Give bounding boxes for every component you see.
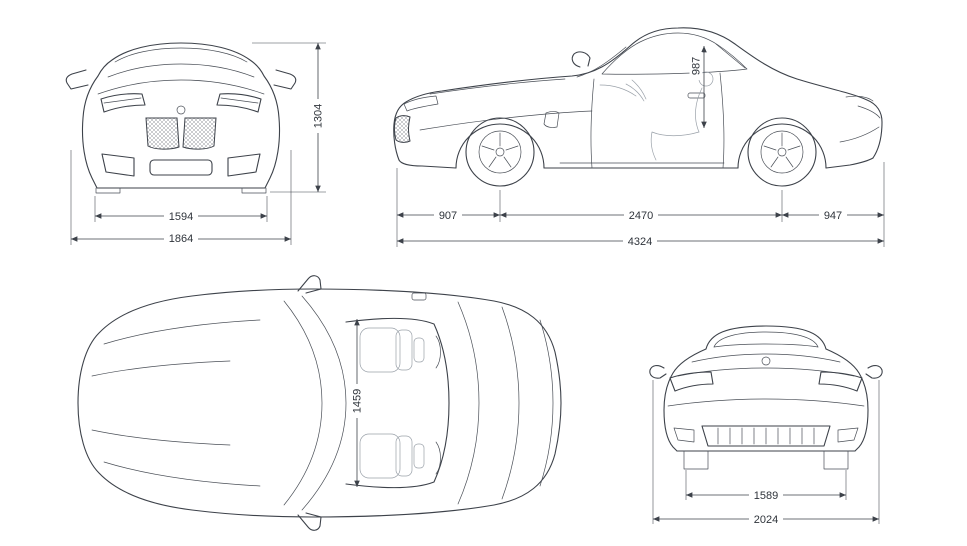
front-center-intake bbox=[149, 159, 213, 176]
top-seat-left bbox=[359, 327, 425, 373]
rear-dim-width: 2024 bbox=[652, 380, 880, 526]
rear-view-drawing bbox=[649, 325, 883, 470]
front-view-drawing bbox=[65, 42, 297, 194]
bmw-roundel-rear-icon bbox=[761, 356, 771, 366]
front-left-headlight bbox=[100, 93, 146, 113]
side-view-drawing bbox=[393, 27, 883, 187]
front-dim-width: 1864 bbox=[70, 150, 292, 245]
side-mirror bbox=[571, 51, 591, 68]
top-mirror-right bbox=[297, 512, 322, 531]
front-left-mirror bbox=[65, 69, 89, 90]
front-track-width-label: 1594 bbox=[169, 211, 193, 223]
side-interior bbox=[599, 71, 714, 161]
rear-track-width-label: 1589 bbox=[754, 490, 778, 502]
side-wheelbase-label: 2470 bbox=[629, 210, 653, 222]
side-dim-rear-overhang: 947 bbox=[782, 162, 885, 247]
kidney-grille-right bbox=[182, 117, 217, 150]
side-dim-cabin-height: 987 bbox=[689, 46, 707, 128]
rear-diffuser bbox=[701, 425, 831, 447]
front-overall-width-label: 1864 bbox=[169, 233, 193, 245]
top-mirror-left bbox=[297, 275, 322, 294]
side-dim-wheelbase: 2470 bbox=[500, 190, 783, 222]
top-seat-right bbox=[359, 433, 425, 479]
front-dim-track: 1594 bbox=[94, 196, 268, 223]
rear-dim-track: 1589 bbox=[685, 470, 847, 502]
rear-mirror-right bbox=[865, 365, 883, 379]
kidney-grille-left bbox=[145, 117, 180, 150]
side-window bbox=[601, 32, 748, 75]
side-grille bbox=[394, 115, 411, 143]
side-length-label: 4324 bbox=[628, 236, 652, 248]
side-rear-wheel bbox=[747, 117, 817, 187]
cockpit-opening bbox=[345, 317, 450, 489]
front-right-headlight bbox=[216, 93, 262, 113]
front-right-mirror bbox=[273, 69, 297, 90]
rear-left-taillight bbox=[669, 371, 714, 392]
rear-overall-width-label: 2024 bbox=[754, 514, 778, 526]
top-cockpit-width-label: 1459 bbox=[352, 389, 364, 413]
top-dim-cockpit: 1459 bbox=[350, 319, 364, 487]
top-view-drawing bbox=[77, 275, 562, 531]
rear-right-taillight bbox=[818, 371, 863, 392]
door-handle bbox=[687, 92, 706, 99]
side-front-wheel bbox=[465, 117, 535, 187]
side-front-overhang-label: 907 bbox=[439, 210, 457, 222]
front-overall-height-label: 1304 bbox=[313, 104, 325, 128]
side-rear-overhang-label: 947 bbox=[824, 210, 842, 222]
side-dim-length: 4324 bbox=[397, 234, 884, 248]
side-cabin-height-label: 987 bbox=[691, 57, 703, 75]
fuel-cap bbox=[411, 292, 427, 301]
front-dim-height: 1304 bbox=[252, 42, 326, 193]
bmw-roundel-icon bbox=[176, 105, 186, 115]
rear-mirror-left bbox=[649, 365, 667, 379]
side-dim-front-overhang: 907 bbox=[396, 168, 501, 247]
